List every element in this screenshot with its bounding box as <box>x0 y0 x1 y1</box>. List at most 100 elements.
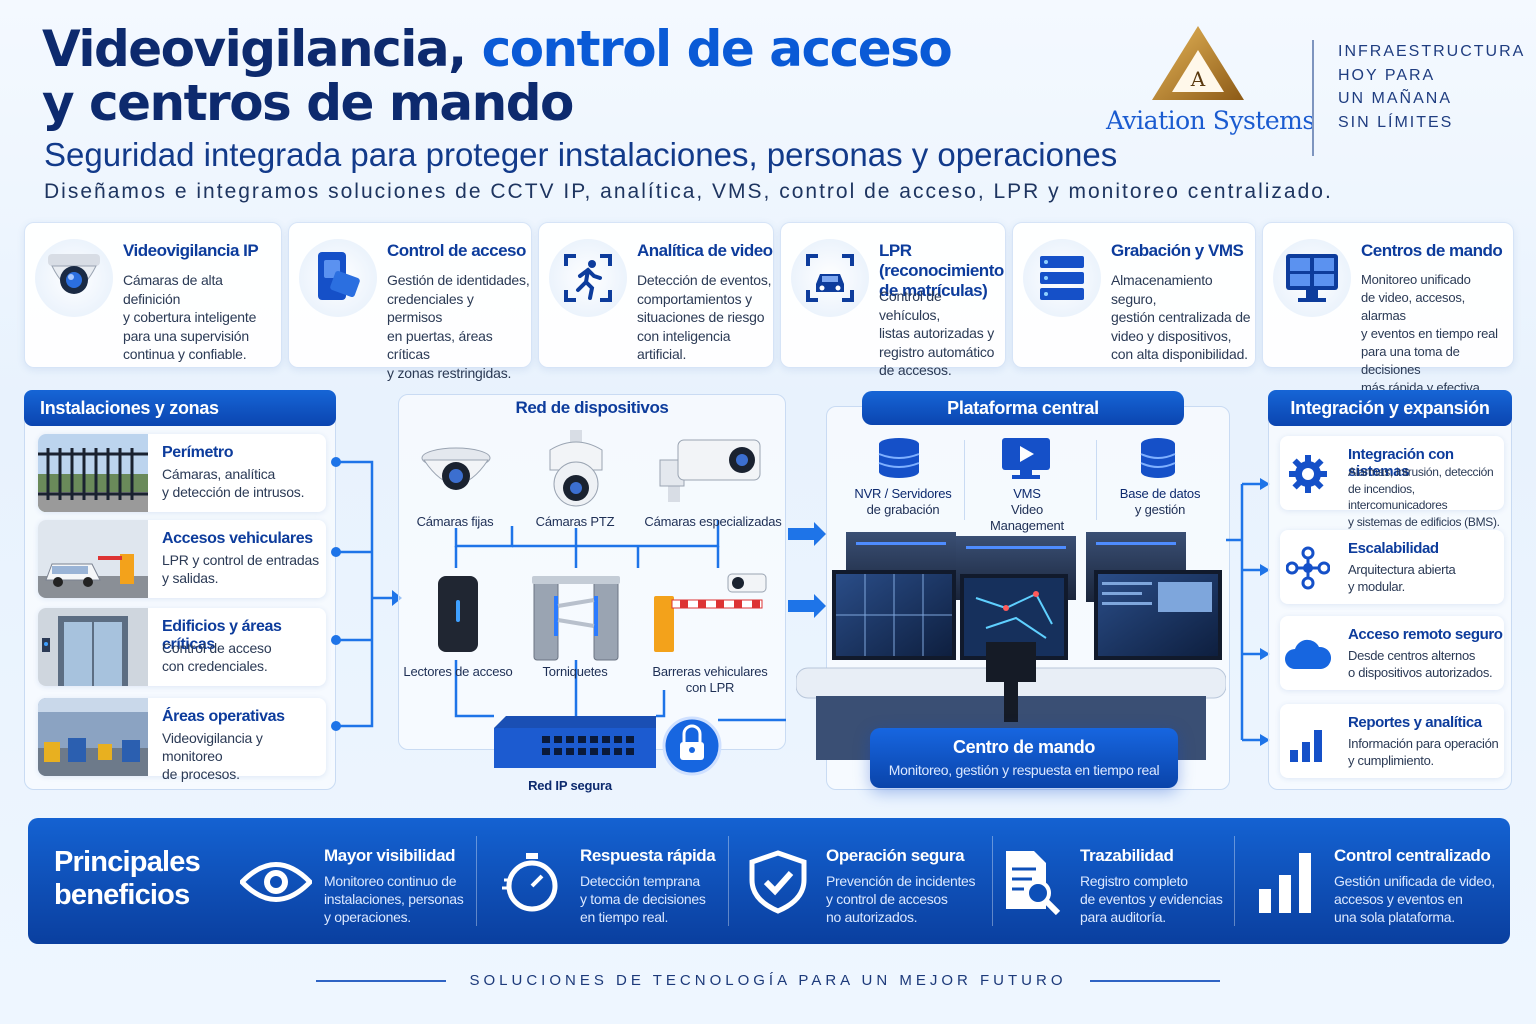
network-switch-icon <box>494 716 656 768</box>
cloud-icon <box>1284 630 1332 678</box>
bar-chart-icon <box>1284 718 1332 766</box>
benefit-desc: Gestión unificada de video,accesos y eve… <box>1334 873 1495 925</box>
zone-accesos-vehiculares[interactable]: Accesos vehiculares LPR y control de ent… <box>38 520 326 598</box>
logo-divider <box>1312 40 1314 156</box>
zone-title: Perímetro <box>162 444 234 461</box>
database-icon <box>878 438 920 478</box>
bar-chart-icon <box>1250 846 1322 918</box>
footer-line-right <box>1090 980 1220 982</box>
integration-item-reportes[interactable]: Reportes y analítica Información para op… <box>1280 704 1504 778</box>
service-card-videovigilancia[interactable]: Videovigilancia IP Cámaras de alta defin… <box>24 222 282 368</box>
brand-name: Aviation Systems <box>1106 106 1315 135</box>
service-card-control-acceso[interactable]: Control de acceso Gestión de identidades… <box>288 222 532 381</box>
platform-header: Plataforma central <box>862 391 1184 425</box>
benefit-title: Operación segura <box>826 846 965 865</box>
perimeter-fence-image <box>38 434 148 512</box>
service-title: Control de acceso <box>387 241 526 260</box>
service-desc: Almacenamiento seguro,gestión centraliza… <box>1111 272 1251 362</box>
page-title: Videovigilancia, control de acceso y cen… <box>42 20 953 132</box>
network-label: Red IP segura <box>528 778 612 793</box>
flow-arrows <box>788 522 826 618</box>
brand-slogan: INFRAESTRUCTURA HOY PARA UN MAÑANA SIN L… <box>1338 40 1528 134</box>
monitor-grid-icon <box>1273 239 1351 317</box>
command-center-subtitle: Monitoreo, gestión y respuesta en tiempo… <box>888 762 1160 778</box>
integration-header: Integración y expansión <box>1268 390 1512 426</box>
service-card-analitica[interactable]: Analítica de video Detección de eventos,… <box>538 222 774 368</box>
service-title: Videovigilancia IP <box>123 241 259 260</box>
page-tagline: Diseñamos e integramos soluciones de CCT… <box>44 180 1333 203</box>
command-center-illustration <box>796 532 1226 760</box>
title-line1-b: control de acceso <box>465 20 953 78</box>
service-card-grabacion[interactable]: Grabación y VMS Almacenamiento seguro,ge… <box>1012 222 1256 368</box>
divider <box>964 440 965 520</box>
title-line2: y centros de mando <box>42 74 574 132</box>
service-desc: Control de vehículos,listas autorizadas … <box>879 288 995 378</box>
slogan-line: HOY PARA <box>1338 66 1436 84</box>
command-center-card[interactable]: Centro de mando Monitoreo, gestión y res… <box>870 728 1178 788</box>
card-reader-icon <box>438 576 478 652</box>
shield-check-icon <box>742 846 814 918</box>
vms-monitor-icon <box>1002 438 1050 479</box>
slogan-line: INFRAESTRUCTURA <box>1338 43 1526 60</box>
server-icon <box>1023 239 1101 317</box>
device-label: Cámaras especializadas <box>644 514 782 529</box>
divider <box>476 836 477 926</box>
integration-title: Integración con sistemas <box>1348 446 1454 480</box>
footer-line-left <box>316 980 446 982</box>
database-icon <box>1140 438 1176 478</box>
bullet-camera-icon <box>659 439 761 502</box>
document-search-icon <box>996 846 1068 918</box>
divider <box>1234 836 1235 926</box>
fixed-camera-icon <box>421 447 491 490</box>
zones-header: Instalaciones y zonas <box>24 390 336 426</box>
divider <box>728 836 729 926</box>
service-desc: Gestión de identidades,credenciales y pe… <box>387 272 530 381</box>
zone-edificios[interactable]: Edificios y áreas críticas Control de ac… <box>38 608 326 686</box>
slogan-line: UN MAÑANA <box>1338 90 1453 107</box>
benefit-operacion: Operación segura Prevención de incidente… <box>726 818 996 944</box>
benefit-title: Control centralizado <box>1334 846 1491 865</box>
running-person-icon <box>549 239 627 317</box>
service-card-lpr[interactable]: LPR (reconocimiento de matrículas) Contr… <box>780 222 1006 378</box>
access-card-icon <box>299 239 377 317</box>
zone-title: Accesos vehiculares <box>162 530 313 547</box>
integration-item-acceso-remoto[interactable]: Acceso remoto seguro Desde centros alter… <box>1280 616 1504 690</box>
devices-diagram <box>421 430 786 776</box>
integration-title: Acceso remoto seguro <box>1348 626 1503 643</box>
zone-title: Áreas operativas <box>162 708 285 725</box>
building-door-image <box>38 608 148 686</box>
slogan-line: SIN LÍMITES <box>1338 113 1454 131</box>
device-label: Torniquetes <box>542 664 608 679</box>
gear-icon <box>1284 450 1332 498</box>
zone-areas-operativas[interactable]: Áreas operativas Videovigilancia y monit… <box>38 698 326 782</box>
integration-title: Escalabilidad <box>1348 540 1439 557</box>
eye-icon <box>240 846 312 918</box>
network-nodes-icon <box>1284 544 1332 592</box>
aviation-logo-icon: A <box>1152 26 1244 100</box>
zones-connectors <box>331 457 402 731</box>
benefit-title: Mayor visibilidad <box>324 846 456 865</box>
integration-item-sistemas[interactable]: Integración con sistemas Alarmas, intrus… <box>1280 436 1504 529</box>
footer-text: SOLUCIONES DE TECNOLOGÍA PARA UN MEJOR F… <box>469 972 1067 989</box>
service-title: Centros de mando <box>1361 241 1503 260</box>
device-label: Cámaras fijas <box>416 514 494 529</box>
device-label: Cámaras PTZ <box>535 514 615 529</box>
turnstile-icon <box>532 576 620 661</box>
